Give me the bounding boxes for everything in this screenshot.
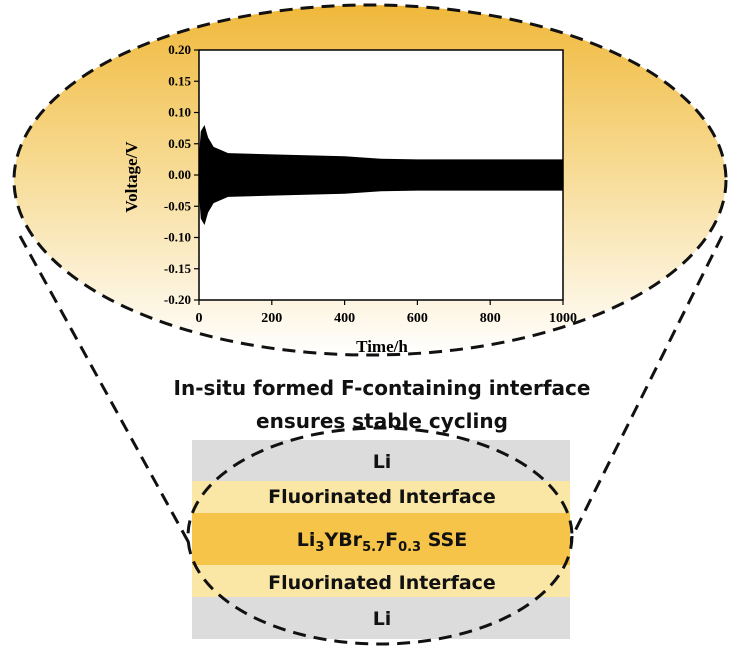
sse-part-1: Li [297,529,316,551]
y-tick-label: 0.00 [168,167,191,182]
y-tick-label: -0.05 [164,198,192,213]
sse-part-3: F [385,529,398,551]
x-tick-label: 0 [196,311,203,326]
fluorinated-layer-bottom [192,565,570,597]
x-tick-label: 400 [334,311,355,326]
y-tick-label: -0.15 [164,261,192,276]
li-label-bottom: Li [373,608,392,630]
x-tick-label: 1000 [549,311,577,326]
li-label-top: Li [373,451,392,473]
y-axis-ticks: 0.20 0.15 0.10 0.05 0.00 -0.05 -0.10 -0.15 -0.20 [164,42,199,307]
x-tick-label: 800 [480,311,501,326]
fluorinated-layer-top [192,481,570,513]
fluorinated-label-top: Fluorinated Interface [268,486,496,508]
interface-ellipse [186,426,574,646]
y-axis-label: Voltage/V [122,141,141,213]
li-layer-top [192,440,570,481]
layer-stack [192,440,570,639]
fluorinated-label-bottom: Fluorinated Interface [268,572,496,594]
funnel-line-right [566,235,724,546]
x-tick-label: 600 [407,311,428,326]
y-tick-label: -0.10 [164,230,191,245]
sse-label: Li3YBr5.7F0.3 SSE [297,529,467,555]
y-tick-label: 0.15 [168,73,191,88]
x-axis-ticks: 0 200 400 600 800 1000 [196,300,577,326]
caption-line-1: In-situ formed F-containing interface [174,376,591,400]
sse-sub-3: 0.3 [398,540,421,555]
x-tick-label: 200 [261,311,282,326]
y-tick-label: 0.05 [168,136,191,151]
sse-part-4: SSE [421,529,467,551]
x-axis-label: Time/h [356,337,408,356]
sse-part-2: YBr [323,529,362,551]
funnel-line-left [18,235,192,546]
sse-sub-1: 3 [315,540,324,555]
y-tick-label: 0.10 [168,105,191,120]
y-tick-label: -0.20 [164,292,191,307]
sse-layer [192,513,570,565]
y-tick-label: 0.20 [168,42,191,57]
sse-sub-2: 5.7 [362,540,385,555]
